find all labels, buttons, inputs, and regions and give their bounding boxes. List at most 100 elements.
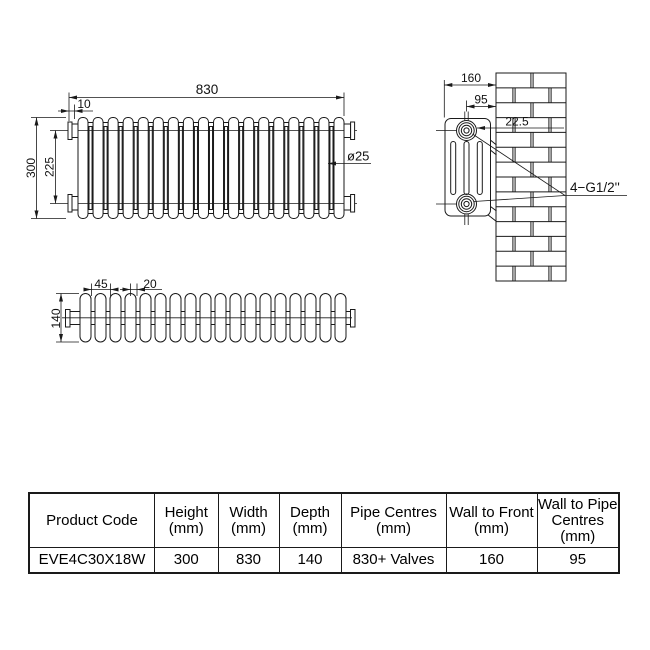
spec-table-header-row: Product Code Height (mm) Width (mm) Dept…	[28, 492, 620, 548]
top-bushing-ring	[458, 122, 475, 139]
top-bushing-ring	[463, 127, 470, 134]
value-pipe-centres: 830+ Valves	[340, 547, 447, 574]
rear-column-edges	[313, 126, 319, 210]
front-column	[92, 117, 104, 219]
header-width: Width (mm)	[217, 492, 280, 548]
brick-pattern	[496, 73, 566, 281]
dim-width-label: 830	[196, 82, 219, 97]
value-wall-to-pipe-centres: 95	[536, 547, 620, 574]
brick-joint	[512, 236, 516, 252]
front-column	[303, 117, 315, 219]
arrow-left-icon	[69, 95, 77, 100]
brick-joint	[512, 147, 516, 163]
leader-tappings-lines	[472, 133, 627, 202]
brick-joint	[512, 117, 516, 133]
dim-depth-lines	[56, 293, 79, 343]
rear-column-edges	[208, 126, 214, 210]
tappings-label: 4−G1/2''	[570, 180, 620, 195]
bushing-centre-lines	[436, 130, 457, 205]
brick-joint	[512, 87, 516, 103]
tapping-bottom-right-cap	[350, 194, 356, 213]
rear-column-edges	[133, 126, 139, 210]
tapping-bottom-right	[343, 196, 352, 211]
front-column	[288, 117, 300, 219]
radiator-technical-drawing: 830 10 300 225 ø25	[24, 71, 627, 343]
front-column	[213, 117, 225, 219]
tapping-top-left	[71, 123, 79, 138]
rear-column-edges	[103, 126, 109, 210]
dim-tapping-label: 10	[77, 97, 91, 111]
header-depth: Depth (mm)	[278, 492, 342, 548]
top-bushing	[456, 120, 477, 141]
arrow-up-icon	[53, 130, 58, 139]
rear-column-edges	[328, 126, 334, 210]
dim-wall-to-front-label: 160	[461, 71, 481, 85]
tapping-top-left-cap	[67, 121, 73, 140]
plan-tapping-left-cap	[65, 309, 71, 328]
top-bushing-ring	[460, 124, 473, 137]
brick-joint	[512, 266, 516, 281]
tapping-top-right-cap	[350, 121, 356, 140]
rear-column-edges	[283, 126, 289, 210]
bottom-bushing-ring	[460, 198, 473, 210]
brick-joint	[548, 117, 552, 133]
bottom-bushing	[456, 193, 477, 215]
front-column	[333, 117, 345, 219]
arrow-right-icon	[488, 104, 496, 109]
brick-joint	[530, 102, 534, 118]
arrow-down-icon	[53, 195, 58, 204]
side-view-section: 160 95 22.5 4−G1/2''	[436, 71, 627, 282]
arrow-right-icon	[61, 109, 69, 113]
arrow-left-icon	[110, 287, 119, 292]
brick-joint	[548, 266, 552, 281]
dim-diameter-label: ø25	[347, 149, 369, 164]
front-column	[318, 117, 330, 219]
dim-depth-label: 140	[49, 308, 63, 328]
value-width: 830	[217, 547, 280, 574]
value-wall-to-front: 160	[445, 547, 538, 574]
brick-joint	[512, 206, 516, 222]
arrow-right-icon	[122, 287, 131, 292]
rear-column-edges	[163, 126, 169, 210]
front-view-elevation: 830 10 300 225 ø25	[24, 82, 371, 219]
arrow-right-icon	[336, 95, 344, 100]
value-height: 300	[154, 547, 219, 574]
front-column	[122, 117, 134, 219]
rear-column-edges	[223, 126, 229, 210]
arrow-left-icon	[477, 126, 485, 130]
header-wall-to-pipe-centres: Wall to Pipe Centres (mm)	[536, 492, 620, 548]
front-column	[167, 117, 179, 219]
front-column	[243, 117, 255, 219]
dim-width-lines	[68, 92, 345, 121]
tapping-bottom-left-cap	[67, 194, 73, 213]
rear-column-edges	[148, 126, 154, 210]
arrow-left-icon	[74, 109, 83, 113]
arrow-up-icon	[59, 293, 63, 302]
header-pipe-centres: Pipe Centres (mm)	[340, 492, 447, 548]
rear-column-edges	[178, 126, 184, 210]
dim-gap-label: 20	[143, 277, 157, 291]
spec-table-data-row: EVE4C30X18W 300 830 140 830+ Valves 160 …	[28, 547, 620, 574]
front-column	[228, 117, 240, 219]
front-column	[182, 117, 194, 219]
arrow-down-icon	[59, 334, 63, 342]
arrow-left-icon	[328, 161, 336, 166]
plan-tapping-right-cap	[350, 309, 356, 328]
dim-height-lines	[31, 117, 66, 219]
bottom-bushing-ring	[458, 195, 475, 213]
brick-joint	[512, 177, 516, 192]
front-column	[152, 117, 164, 219]
value-product-code: EVE4C30X18W	[28, 547, 155, 574]
arrow-left-icon	[444, 83, 453, 87]
pipe-stubs	[464, 111, 469, 225]
tapping-top-right	[343, 123, 352, 138]
arrow-left-icon	[137, 287, 145, 292]
front-column	[273, 117, 285, 219]
brick-joint	[530, 251, 534, 267]
arrow-right-icon	[488, 83, 496, 87]
brick-joint	[548, 87, 552, 103]
front-column	[258, 117, 270, 219]
rear-column-edges	[238, 126, 244, 210]
rear-column-edges	[253, 126, 259, 210]
